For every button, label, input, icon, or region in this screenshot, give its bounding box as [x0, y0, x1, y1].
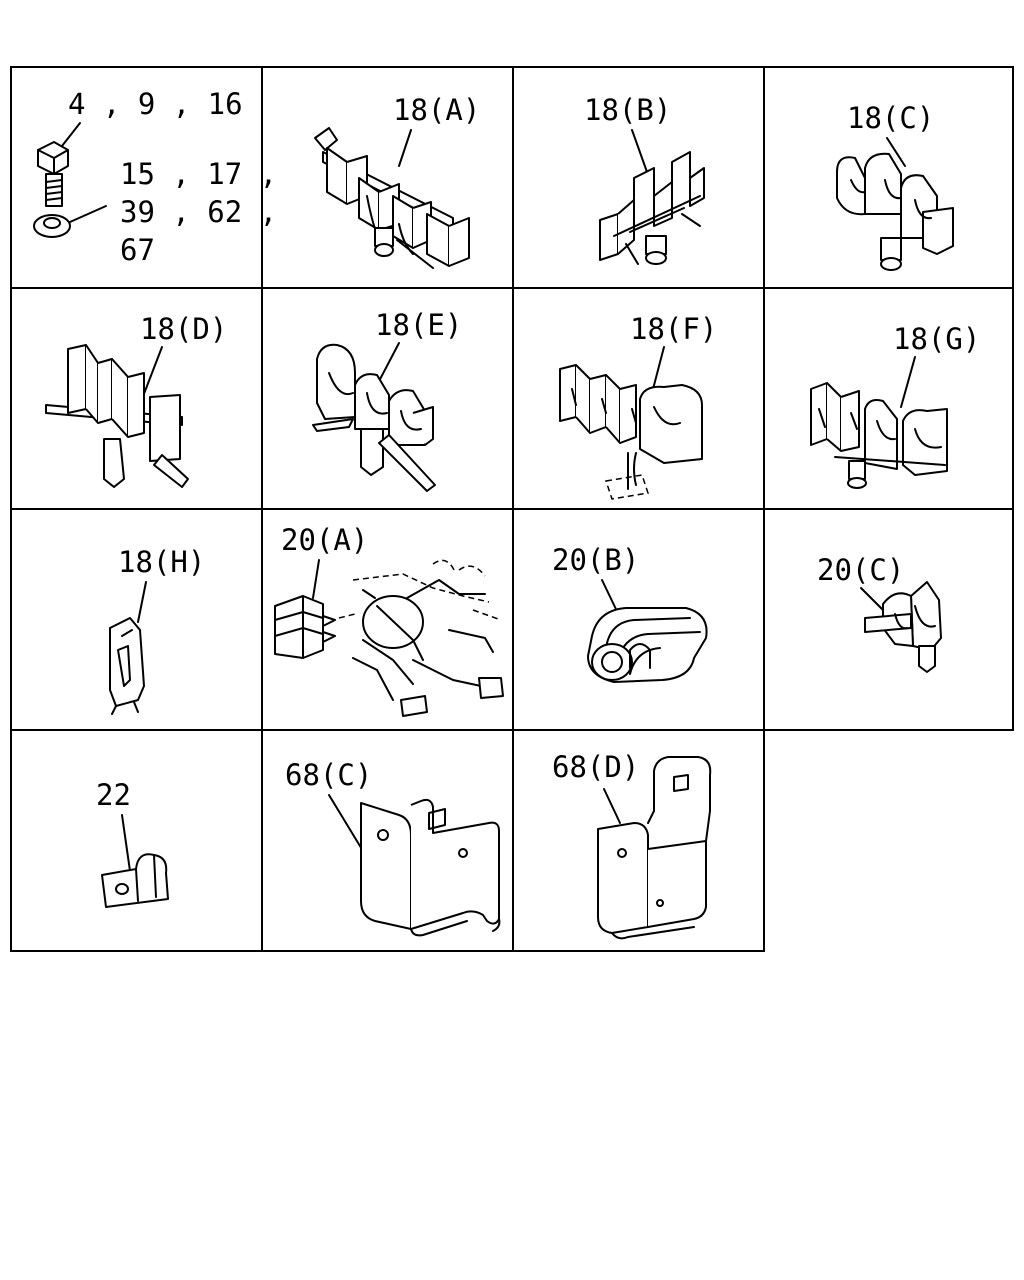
label-20c: 20(C): [817, 553, 905, 587]
bolt-washer-drawing: [12, 68, 265, 291]
cell-clip-18f: 18(F): [512, 287, 765, 510]
cell-clip-18a: 18(A): [261, 66, 514, 289]
cell-bracket-68d: 68(D): [512, 729, 765, 952]
bracket-68c-drawing: [263, 731, 516, 954]
clip-18e-drawing: [263, 289, 516, 512]
label-18a: 18(A): [393, 93, 481, 127]
cell-clip-18c: 18(C): [763, 66, 1014, 289]
cell-clip-18d: 18(D): [10, 287, 263, 510]
part-numbers-bolt: 4 , 9 , 16: [68, 87, 243, 121]
label-68c: 68(C): [285, 758, 373, 792]
clip-22-drawing: [12, 731, 265, 954]
clip-18d-drawing: [12, 289, 265, 512]
clip-18g-drawing: [765, 289, 1016, 512]
cell-clip-20a: 20(A): [261, 508, 514, 731]
clip-18h-drawing: [12, 510, 265, 733]
cell-bolt-washer: 4 , 9 , 16 15 , 17 , 39 , 62 , 67: [10, 66, 277, 291]
cell-clip-20b: 20(B): [512, 508, 765, 731]
label-18g: 18(G): [893, 322, 981, 356]
parts-grid: 4 , 9 , 16 15 , 17 , 39 , 62 , 67 18(A): [10, 66, 1014, 952]
clip-18a-drawing: [263, 68, 516, 291]
cell-clip-18g: 18(G): [763, 287, 1014, 510]
cell-clip-20c: 20(C): [763, 508, 1014, 731]
label-22: 22: [96, 778, 131, 812]
label-18c: 18(C): [847, 101, 935, 135]
cell-clip-18h: 18(H): [10, 508, 263, 731]
label-18f: 18(F): [630, 312, 718, 346]
label-68d: 68(D): [552, 750, 640, 784]
cell-clip-22: 22: [10, 729, 263, 952]
clip-20c-drawing: [765, 510, 1016, 733]
label-18h: 18(H): [118, 545, 206, 579]
cell-bracket-68c: 68(C): [261, 729, 514, 952]
clip-18c-drawing: [765, 68, 1016, 291]
label-18e: 18(E): [375, 308, 463, 342]
cell-clip-18e: 18(E): [261, 287, 514, 510]
label-18b: 18(B): [584, 93, 672, 127]
part-numbers-washer-2: 39 , 62 ,: [120, 195, 278, 229]
part-numbers-washer-3: 67: [120, 233, 155, 267]
bracket-68d-drawing: [514, 731, 767, 954]
clip-18f-drawing: [514, 289, 767, 512]
cell-clip-18b: 18(B): [512, 66, 765, 289]
label-18d: 18(D): [140, 312, 228, 346]
clip-18b-drawing: [514, 68, 767, 291]
label-20b: 20(B): [552, 543, 640, 577]
part-numbers-washer-1: 15 , 17 ,: [120, 157, 278, 191]
label-20a: 20(A): [281, 523, 369, 557]
clip-20a-drawing: [263, 510, 516, 733]
clip-20b-drawing: [514, 510, 767, 733]
